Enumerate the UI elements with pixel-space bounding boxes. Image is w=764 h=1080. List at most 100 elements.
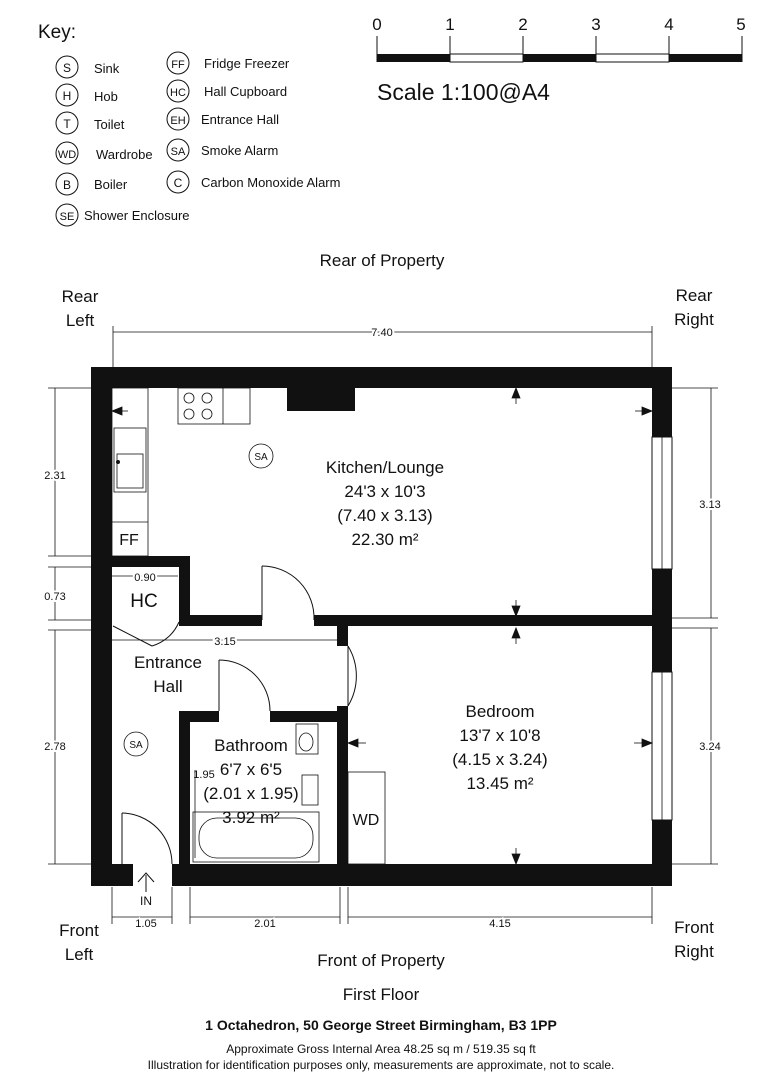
dim-left-kitchen: 2.31 [44,470,65,482]
room-label-bathroom: Bathroom 6'7 x 6'5 (2.01 x 1.95) 3.92 m² [203,736,298,827]
svg-text:SA: SA [171,146,186,158]
svg-text:T: T [63,117,71,131]
key-item-wardrobe: WD Wardrobe [55,141,153,165]
svg-text:Hob: Hob [94,89,118,104]
svg-text:C: C [174,176,183,190]
smoke-alarm-icon-kitchen: SA [248,443,274,469]
svg-text:Hall Cupboard: Hall Cupboard [204,84,287,99]
svg-text:Entrance: Entrance [134,653,202,672]
key-item-shower-enclosure: SE Shower Enclosure [55,203,190,227]
key-title: Key: [38,22,76,43]
front-right-label-line2: Right [674,942,714,961]
svg-text:Kitchen/Lounge: Kitchen/Lounge [326,458,444,477]
rear-right-label-line1: Rear [676,286,713,305]
key-item-boiler: B Boiler [55,172,128,196]
smoke-alarm-icon-hall: SA [123,731,149,757]
svg-text:(7.40 x 3.13): (7.40 x 3.13) [337,506,432,525]
dim-left-hc: 0.73 [44,591,65,603]
dimension-lines [48,326,718,924]
svg-text:IN: IN [140,894,152,908]
svg-text:SE: SE [60,211,75,223]
key-item-hob: H Hob [55,83,118,107]
front-right-label-line1: Front [674,918,714,937]
hall-cupboard-label: HC [130,591,157,612]
windows [651,436,673,821]
front-left-label-line1: Front [59,921,99,940]
dim-left-lower: 2.78 [44,741,65,753]
svg-text:3.92 m²: 3.92 m² [222,808,280,827]
svg-text:HC: HC [170,87,186,99]
svg-text:Entrance Hall: Entrance Hall [201,112,279,127]
svg-text:H: H [63,89,72,103]
dim-bottom-bedroom: 4.15 [489,918,510,930]
svg-text:Bedroom: Bedroom [466,702,535,721]
svg-text:Shower Enclosure: Shower Enclosure [84,208,190,223]
svg-text:(2.01 x 1.95): (2.01 x 1.95) [203,784,298,803]
front-of-property-label: Front of Property [317,951,445,970]
area-label: Approximate Gross Internal Area 48.25 sq… [226,1042,536,1056]
scale-tick: 5 [736,15,745,34]
doors [112,565,357,865]
key-item-entrance-hall: EH Entrance Hall [166,107,279,131]
walls [91,367,672,886]
disclaimer-label: Illustration for identification purposes… [148,1058,615,1072]
dim-bath-height: 1.95 [193,769,214,781]
dim-bottom-bathroom: 2.01 [254,918,275,930]
key-item-fridge-freezer: FF Fridge Freezer [166,51,290,75]
dim-top-width: 7.40 [371,327,392,339]
svg-text:B: B [63,178,71,192]
dim-right-kitchen: 3.13 [699,499,720,511]
svg-text:S: S [63,61,71,75]
floor-label: First Floor [343,985,420,1004]
svg-text:SA: SA [129,740,143,751]
dim-hc-width: 0.90 [134,572,155,584]
svg-text:22.30 m²: 22.30 m² [351,530,418,549]
address-label: 1 Octahedron, 50 George Street Birmingha… [205,1017,557,1033]
entrance-arrow-icon: IN [137,872,155,908]
room-label-bedroom: Bedroom 13'7 x 10'8 (4.15 x 3.24) 13.45 … [452,702,547,793]
scale-tick: 4 [664,15,673,34]
scale-tick: 0 [372,15,381,34]
key-item-sink: S Sink [55,55,120,79]
dim-bottom-entrance: 1.05 [135,918,156,930]
svg-text:Wardrobe: Wardrobe [96,147,153,162]
svg-text:Bathroom: Bathroom [214,736,288,755]
scale-tick: 3 [591,15,600,34]
rear-of-property-label: Rear of Property [320,251,445,270]
scale-tick: 1 [445,15,454,34]
svg-text:Toilet: Toilet [94,117,125,132]
bathroom-fixtures [192,723,320,863]
scale-tick: 2 [518,15,527,34]
scale-label: Scale 1:100@A4 [377,79,550,105]
front-left-label-line2: Left [65,945,94,964]
hob-icon [183,392,213,420]
svg-text:Carbon Monoxide Alarm: Carbon Monoxide Alarm [201,175,340,190]
svg-text:Sink: Sink [94,61,120,76]
kitchen-units [111,387,251,557]
rear-left-label-line1: Rear [62,287,99,306]
key-item-toilet: T Toilet [55,111,125,135]
key-item-hall-cupboard: HC Hall Cupboard [166,79,287,103]
svg-text:Hall: Hall [153,677,182,696]
key-item-smoke-alarm: SA Smoke Alarm [166,138,278,162]
scale-bar: 0 1 2 3 4 5 [372,15,746,63]
svg-text:WD: WD [353,812,380,829]
dim-hall-width: 3.15 [214,636,235,648]
room-label-kitchen: Kitchen/Lounge 24'3 x 10'3 (7.40 x 3.13)… [326,458,444,549]
room-dimension-markers [110,386,654,866]
svg-text:Smoke Alarm: Smoke Alarm [201,143,278,158]
svg-text:FF: FF [171,59,185,71]
svg-text:Boiler: Boiler [94,177,128,192]
svg-text:13'7 x 10'8: 13'7 x 10'8 [459,726,540,745]
wardrobe: WD [347,771,386,865]
svg-text:13.45 m²: 13.45 m² [466,774,533,793]
sink-icon [116,460,120,464]
svg-text:(4.15 x 3.24): (4.15 x 3.24) [452,750,547,769]
fridge-freezer-label: FF [119,532,139,549]
dim-right-bedroom: 3.24 [699,741,720,753]
svg-text:WD: WD [58,149,76,161]
svg-text:SA: SA [254,452,268,463]
key-item-carbon-monoxide-alarm: C Carbon Monoxide Alarm [166,170,340,194]
room-label-hall: Entrance Hall [134,653,202,696]
